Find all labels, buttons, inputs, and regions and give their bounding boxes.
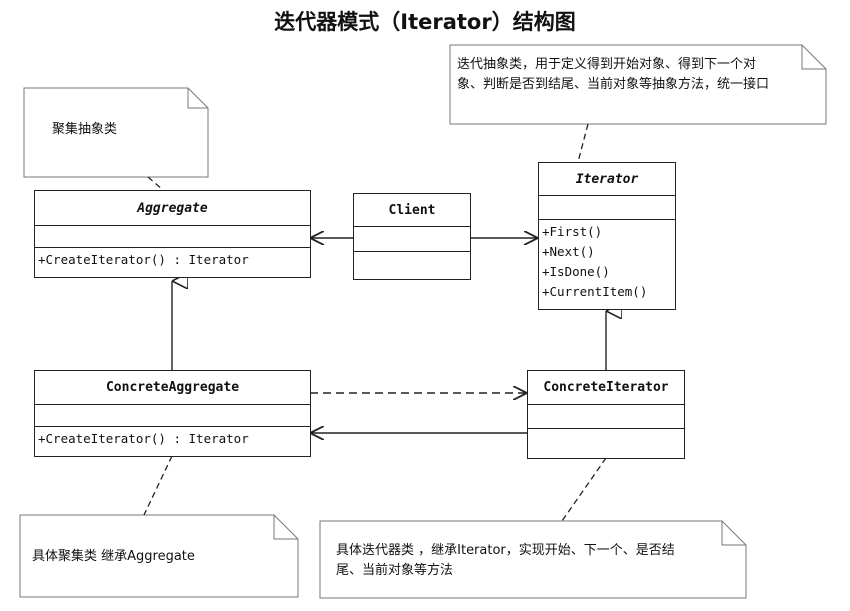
note-anchor-concrete-iterator [561, 457, 607, 522]
class-aggregate-operations: +CreateIterator() : Iterator [35, 247, 310, 277]
class-concrete-aggregate-operations: +CreateIterator() : Iterator [35, 426, 310, 456]
class-iterator-operations: +First() +Next() +IsDone() +CurrentItem(… [539, 219, 675, 309]
class-concrete-iterator-operations [528, 428, 684, 458]
class-concrete-iterator-name: ConcreteIterator [543, 380, 669, 395]
note-concrete-aggregate-text: 具体聚集类 继承Aggregate [32, 549, 195, 564]
class-iterator-name: Iterator [575, 171, 639, 187]
operation: +CurrentItem() [542, 284, 648, 299]
note-concrete-aggregate-shape [19, 514, 299, 598]
class-client-name: Client [388, 202, 436, 218]
class-client-operations [354, 251, 470, 279]
diagram-title: 迭代器模式（Iterator）结构图 [274, 10, 576, 34]
note-anchor-aggregate [147, 176, 164, 191]
class-aggregate-attributes [35, 225, 310, 247]
note-concrete-iterator: 具体迭代器类 ，继承Iterator，实现开始、下一个、是否结尾、当前对象等方法 [336, 541, 688, 581]
class-concrete-aggregate-attributes [35, 404, 310, 426]
class-client-attributes [354, 226, 470, 251]
note-anchor-concrete-aggregate [143, 455, 173, 516]
note-iterator-text: 迭代抽象类，用于定义得到开始对象、得到下一个对象、判断是否到结尾、当前对象等抽象… [457, 57, 770, 92]
class-iterator-attributes [539, 195, 675, 219]
note-aggregate-text: 聚集抽象类 [52, 122, 118, 137]
class-concrete-iterator: ConcreteIterator [527, 370, 685, 459]
note-concrete-aggregate: 具体聚集类 继承Aggregate [32, 547, 282, 567]
operation: +First() [542, 224, 603, 239]
note-anchor-iterator [577, 123, 589, 163]
operation: +CreateIterator() : Iterator [38, 252, 249, 267]
class-aggregate: Aggregate +CreateIterator() : Iterator [34, 190, 311, 278]
note-aggregate: 聚集抽象类 [52, 120, 192, 140]
note-aggregate-shape [23, 87, 209, 178]
note-iterator-shape [449, 44, 827, 125]
note-concrete-iterator-text: 具体迭代器类 ，继承Iterator，实现开始、下一个、是否结尾、当前对象等方法 [336, 543, 675, 578]
operation: +IsDone() [542, 264, 610, 279]
note-iterator: 迭代抽象类，用于定义得到开始对象、得到下一个对象、判断是否到结尾、当前对象等抽象… [457, 55, 779, 95]
class-concrete-aggregate-name: ConcreteAggregate [105, 380, 240, 395]
note-concrete-iterator-shape [319, 520, 747, 599]
operation: +Next() [542, 244, 595, 259]
class-concrete-aggregate: ConcreteAggregate +CreateIterator() : It… [34, 370, 311, 457]
class-iterator: Iterator +First() +Next() +IsDone() +Cur… [538, 162, 676, 310]
class-client: Client [353, 193, 471, 280]
operation: +CreateIterator() : Iterator [38, 431, 249, 446]
class-concrete-iterator-attributes [528, 404, 684, 428]
class-aggregate-name: Aggregate [137, 200, 208, 216]
